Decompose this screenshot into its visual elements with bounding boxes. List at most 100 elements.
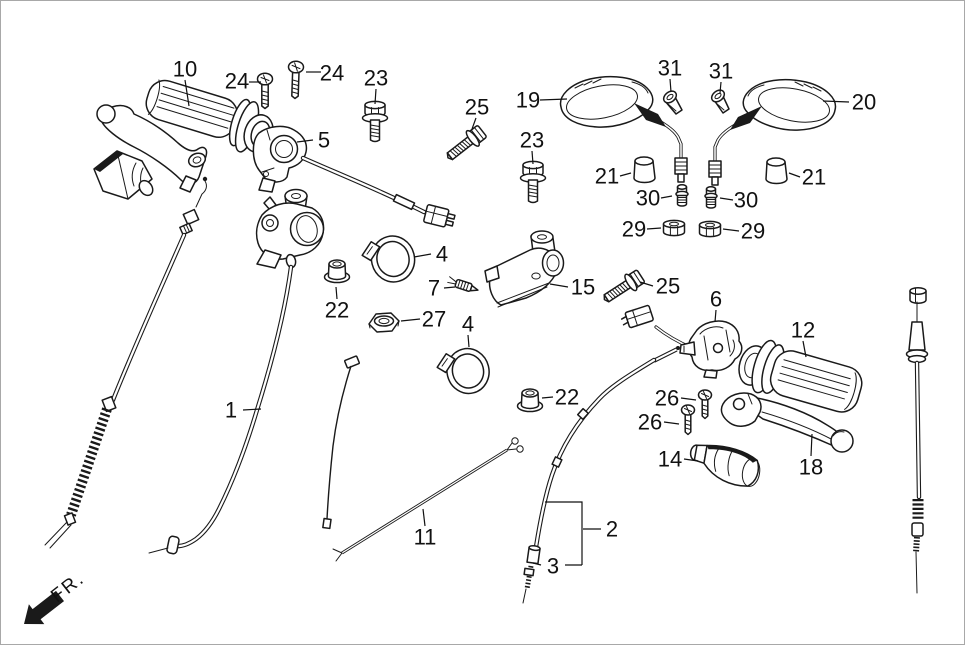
leader-line-21 [619,172,632,177]
part-label-30: 30 [636,186,660,211]
switch-housing-6 [620,304,743,379]
leader-line-30 [660,195,673,199]
part-label-18: 18 [799,455,823,480]
bolt-23-b [519,160,547,204]
part-label-25: 25 [465,95,489,120]
part-label-4: 4 [462,312,474,337]
part-label-1: 1 [225,398,237,423]
leader-line-18 [810,433,813,457]
flange-bolt-25-a [446,125,487,161]
part-label-25: 25 [656,274,680,299]
leader-line-6 [714,309,717,323]
screw-31-b [710,89,730,114]
screw-26-a [697,389,713,420]
leader-line-29 [646,227,662,230]
clutch-lever [96,104,208,193]
grommet-22-b [516,388,544,413]
part-label-31: 31 [658,56,682,81]
part-label-24: 24 [320,61,344,86]
grip-12 [738,339,863,413]
band-clamp-4-b [436,347,490,395]
part-label-6: 6 [710,287,722,312]
part-label-29: 29 [622,217,646,242]
cap-21-a [633,156,656,184]
leader-line-10 [184,79,190,107]
mirror-holder-5 [252,125,308,193]
leader-line-12 [802,340,807,358]
part-label-2: 2 [606,517,618,542]
leader-line-4 [467,334,470,348]
part-label-21: 21 [802,165,826,190]
leader-line-20 [822,100,850,103]
part-label-14: 14 [658,447,682,472]
part-label-26: 26 [655,386,679,411]
leader-line-26 [680,397,697,401]
part-label-30: 30 [734,188,758,213]
part-label-22: 22 [555,385,579,410]
part-label-19: 19 [516,88,540,113]
leader-line-22 [335,286,338,300]
nut-29-b [698,220,722,238]
bolt-23-a [361,100,389,143]
cap-21-b [765,157,788,185]
nut-29-a [662,219,686,237]
part-label-24: 24 [225,69,249,94]
thin-wire [322,355,360,530]
cable-right [905,287,929,594]
part-label-3: 3 [547,554,559,579]
leader-line-14 [683,458,699,462]
leader-line-4 [413,253,432,258]
lever-boot-left [93,150,154,200]
screw-31-a [662,90,683,115]
nut-27 [368,312,400,333]
cable-end-3 [526,544,541,565]
bracket-2-3 [545,501,583,565]
part-label-7: 7 [428,276,440,301]
throttle-cable-upper [300,155,456,228]
part-label-20: 20 [852,90,876,115]
screw-24-b [287,60,305,100]
part-label-12: 12 [791,318,815,343]
band-clamp-4-a [361,235,416,283]
leader-line-3 [532,562,542,566]
part-label-15: 15 [571,275,595,300]
flange-bolt-25-b [603,269,645,303]
brake-lever-18 [720,392,854,453]
leader-line-29 [722,228,740,232]
leader-line-11 [422,508,426,527]
mirror-20 [708,79,837,186]
leader-line-26 [663,421,680,425]
screw-26-b [680,404,696,436]
cable-1 [148,253,297,555]
part-label-21: 21 [595,164,619,189]
leader-line-23 [531,150,534,165]
leader-line-19 [539,98,568,101]
leader-line-25 [639,281,654,287]
part-label-22: 22 [325,298,349,323]
perch-bracket [255,188,325,269]
leader-line-31 [719,81,722,94]
leader-line-25 [471,117,477,130]
leader-line-30 [719,197,734,201]
fr-arrow-icon [24,590,64,625]
part-label-23: 23 [520,128,544,153]
leader-line-15 [549,283,569,288]
leader-line-7 [443,286,456,289]
part-label-29: 29 [741,219,765,244]
cable-holder-15 [484,230,565,308]
part-label-23: 23 [364,66,388,91]
leader-line-5 [296,139,314,143]
cable-2 [522,346,680,604]
part-label-31: 31 [709,59,733,84]
part-label-10: 10 [173,57,197,82]
leader-line-22 [541,396,554,399]
adapter-30-a [675,184,689,207]
lever-boot-14 [689,444,761,487]
rod-11 [332,437,524,562]
grommet-22-a [323,259,351,284]
adapter-30-b [704,186,718,209]
part-label-4: 4 [436,242,448,267]
